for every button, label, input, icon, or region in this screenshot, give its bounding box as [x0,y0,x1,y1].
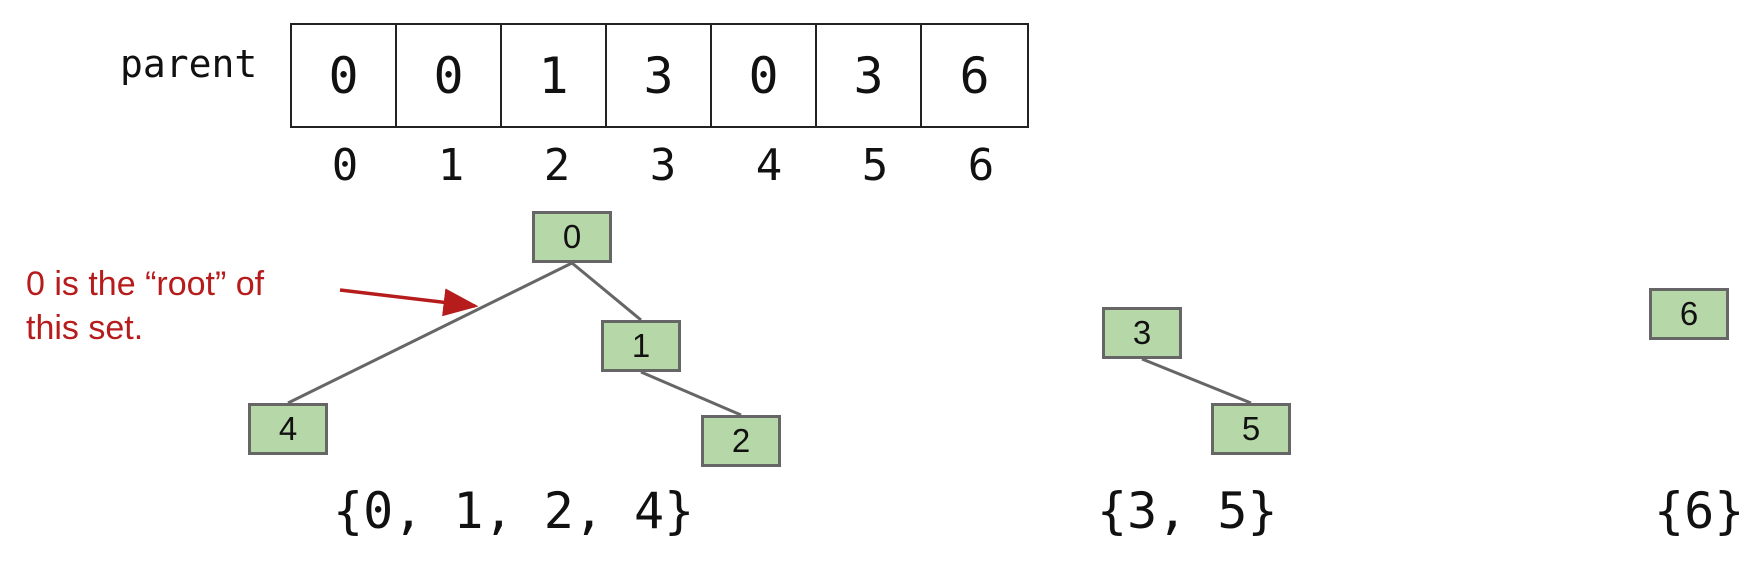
tree-node-3: 3 [1102,307,1182,359]
array-index: 6 [967,140,995,191]
array-index: 2 [543,140,571,191]
tree-node-5: 5 [1211,403,1291,455]
annotation-line: 0 is the “root” of [26,265,265,303]
annotation-line: this set. [26,309,144,347]
array-cell: 3 [607,25,712,126]
set-label: {6} [1654,482,1745,540]
tree-node-4: 4 [248,403,328,455]
array-cell: 0 [712,25,817,126]
tree-edge [1141,357,1252,405]
set-label: {3, 5} [1097,482,1278,540]
parent-array: 0 0 1 3 0 3 6 [290,23,1029,128]
array-cell: 3 [817,25,922,126]
tree-edge [287,261,573,405]
tree-edge [571,261,642,322]
set-label: {0, 1, 2, 4} [333,482,695,540]
array-index: 5 [861,140,889,191]
tree-node-6: 6 [1649,288,1729,340]
array-cell: 1 [502,25,607,126]
array-cell: 6 [959,46,990,105]
root-annotation: 0 is the “root” of this set. [26,262,264,350]
array-index: 3 [649,140,677,191]
tree-edge [640,370,742,417]
annotation-arrow [339,288,479,317]
array-cell: 0 [292,25,397,126]
tree-node-2: 2 [701,415,781,467]
array-index: 0 [331,140,359,191]
array-index: 4 [755,140,783,191]
array-indices: 0 1 2 3 4 5 6 [292,140,1034,191]
tree-node-1: 1 [601,320,681,372]
array-cell: 0 [397,25,502,126]
array-index: 1 [437,140,465,191]
tree-node-0: 0 [532,211,612,263]
array-label: parent [120,42,258,86]
